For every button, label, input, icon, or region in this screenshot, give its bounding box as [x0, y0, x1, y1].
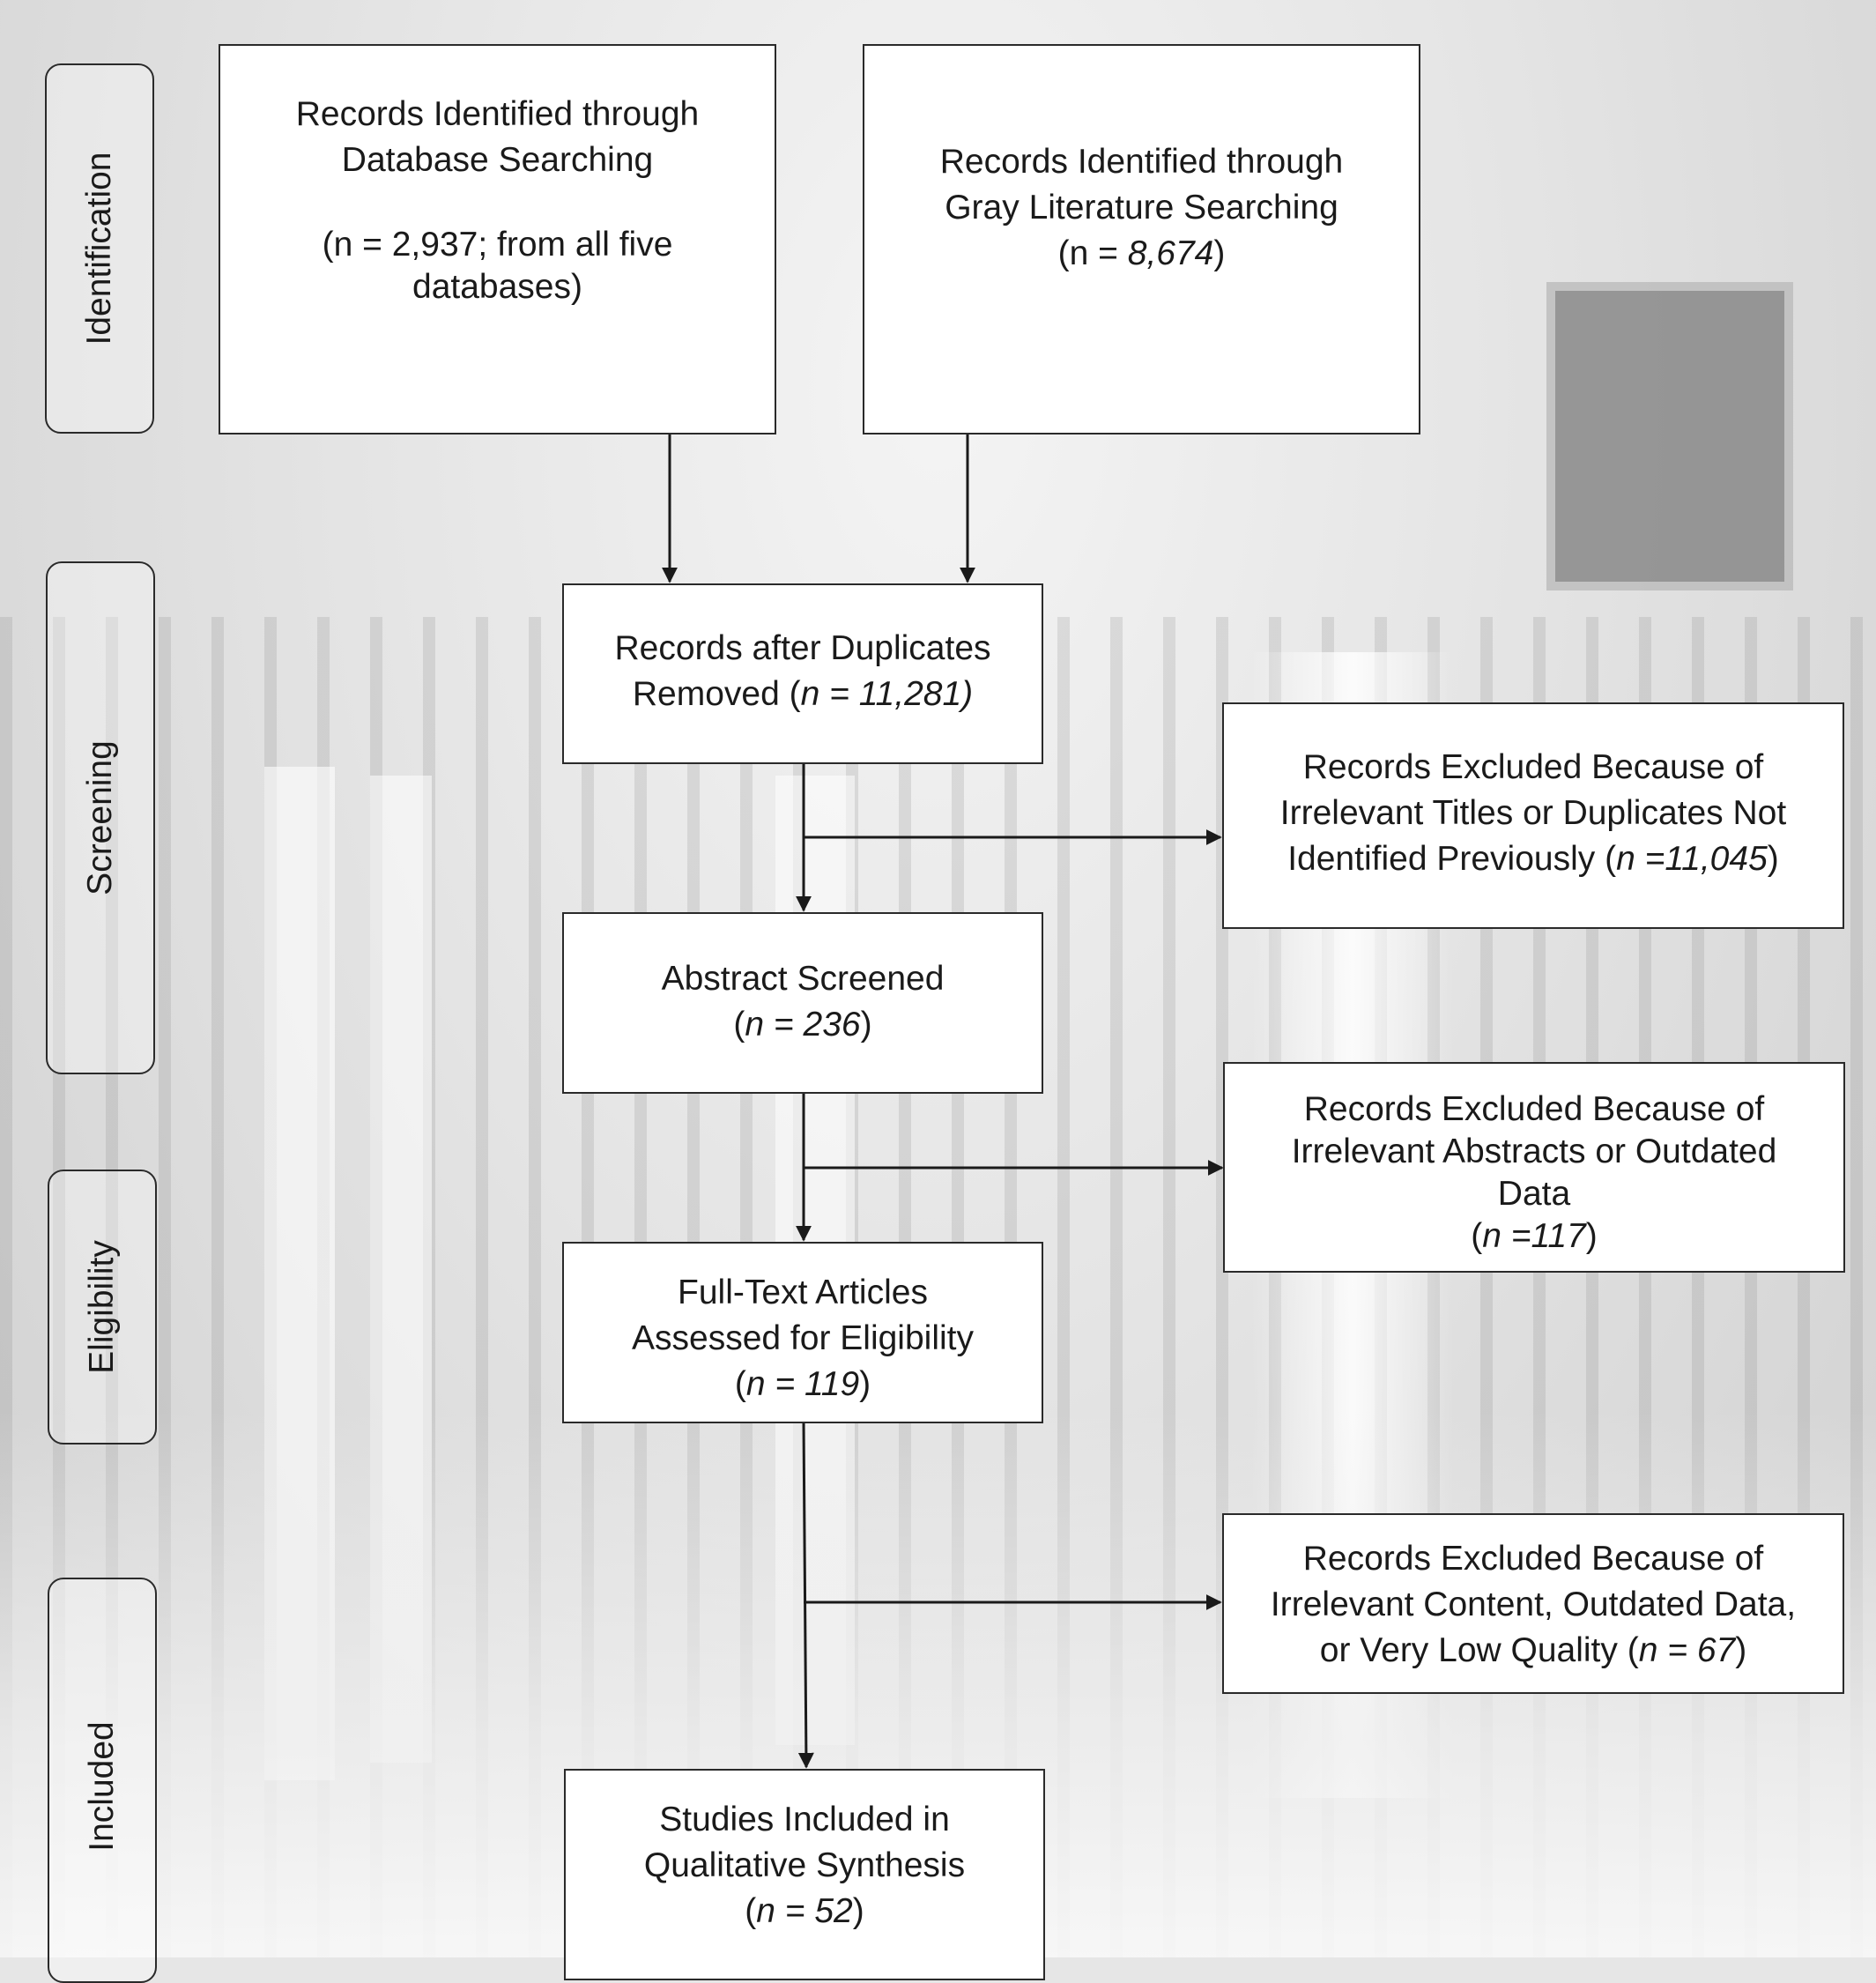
box-text: Records after Duplicates [614, 629, 991, 667]
box-text: Irrelevant Titles or Duplicates Not [1279, 794, 1787, 832]
stage-eligibility: Eligibility [48, 1170, 157, 1445]
box-text: or Very Low Quality (n = 67) [1319, 1631, 1747, 1669]
box-text: Irrelevant Abstracts or Outdated [1291, 1133, 1777, 1170]
box-text: Records Identified through [939, 143, 1344, 181]
box-text: (n = 52) [745, 1892, 864, 1930]
box-text: Gray Literature Searching [945, 189, 1338, 227]
background-window [1546, 282, 1793, 590]
box-text: Records Identified through [295, 95, 700, 133]
box-after-duplicates: Records after Duplicates Removed (n = 11… [562, 583, 1043, 764]
stage-screening: Screening [46, 561, 155, 1074]
box-text: Irrelevant Content, Outdated Data, [1270, 1586, 1797, 1623]
box-text: (n =117) [1471, 1217, 1598, 1255]
box-excluded-content: Records Excluded Because of Irrelevant C… [1222, 1513, 1844, 1694]
box-text: (n = 8,674) [1057, 234, 1226, 272]
box-text: Removed (n = 11,281) [632, 675, 974, 713]
arrow-fulltext-to-included [797, 1422, 814, 1769]
box-text: databases) [412, 268, 582, 306]
box-full-text-articles: Full-Text Articles Assessed for Eligibil… [562, 1242, 1043, 1423]
box-text: Records Excluded Because of [1302, 1540, 1764, 1578]
box-text: Database Searching [341, 141, 654, 179]
box-text: Full-Text Articles [678, 1274, 928, 1311]
box-gray-literature: Records Identified through Gray Literatu… [863, 44, 1420, 434]
box-excluded-titles: Records Excluded Because of Irrelevant T… [1222, 702, 1844, 929]
stage-included: Included [48, 1578, 157, 1983]
box-text: Abstract Screened [661, 960, 945, 998]
box-text: Assessed for Eligibility [632, 1319, 974, 1357]
box-text: Records Excluded Because of [1302, 748, 1764, 786]
box-text: Qualitative Synthesis [643, 1846, 966, 1884]
box-studies-included: Studies Included in Qualitative Synthesi… [564, 1769, 1045, 1980]
box-text: Studies Included in [659, 1801, 950, 1838]
box-text: (n = 236) [733, 1006, 872, 1043]
box-text: Records Excluded Because of [1303, 1090, 1765, 1128]
stage-identification: Identification [45, 63, 154, 434]
box-database-searching: Records Identified through Database Sear… [219, 44, 776, 434]
box-text: Data [1497, 1175, 1571, 1213]
box-abstract-screened: Abstract Screened (n = 236) [562, 912, 1043, 1094]
box-excluded-abstracts: Records Excluded Because of Irrelevant A… [1223, 1062, 1845, 1273]
box-text: Identified Previously (n =11,045) [1287, 840, 1779, 878]
box-text: (n = 119) [734, 1365, 871, 1403]
box-text: (n = 2,937; from all five [322, 226, 673, 264]
